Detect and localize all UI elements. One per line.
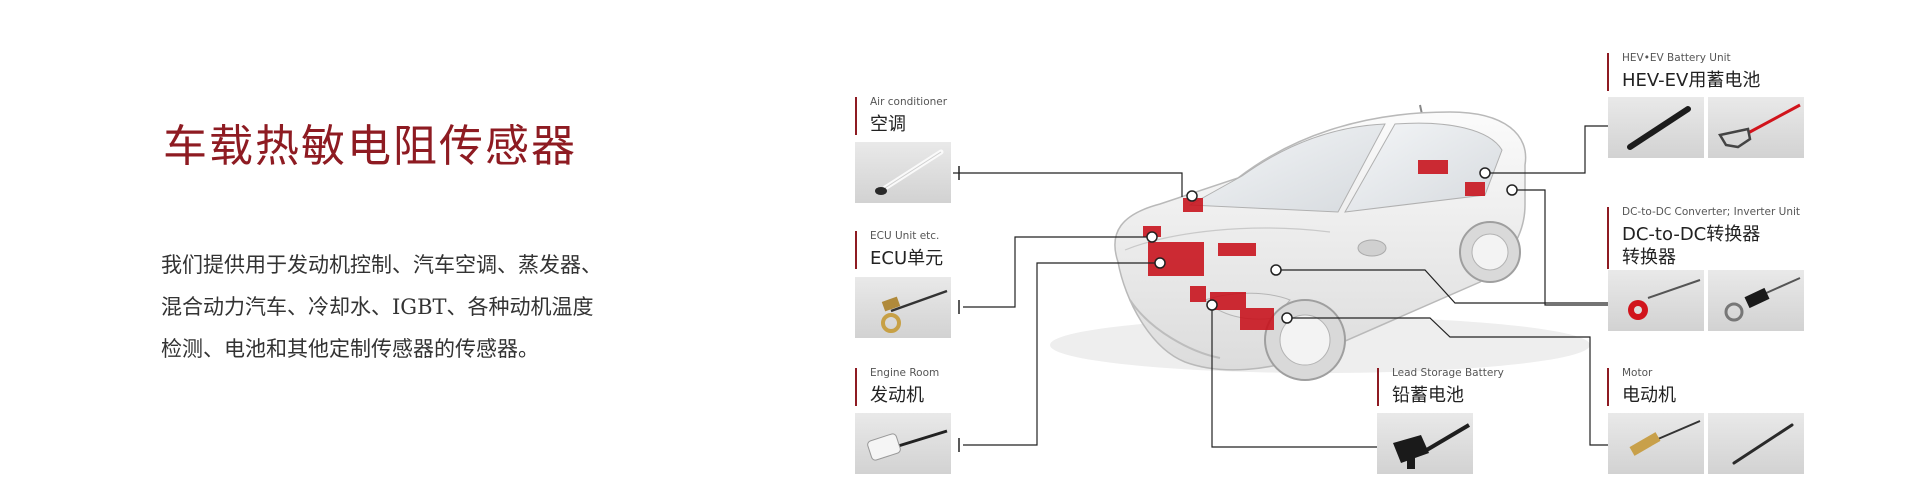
air-conditioner-en-label: Air conditioner (870, 96, 948, 108)
thumb-motor-sensor-2[interactable] (1708, 413, 1804, 474)
engine-room-zh-label: 发动机 (870, 384, 924, 406)
red-ring-lug-sensor-icon (1628, 279, 1701, 320)
line-hev (1485, 125, 1616, 174)
hev-ev-en-label: HEV•EV Battery Unit (1622, 52, 1731, 64)
group-hev-ev: HEV•EV Battery Unit HEV-EV用蓄电池 (1607, 52, 1761, 92)
hl-hev-battery (1418, 160, 1448, 174)
black-rod-sensor-icon (1627, 106, 1691, 150)
ring-terminal-sensor-icon (881, 289, 948, 333)
car-illustration (1050, 104, 1590, 381)
group-lead-battery: Lead Storage Battery 铅蓄电池 (1377, 367, 1504, 407)
description-line-1: 我们提供用于发动机控制、汽车空调、蒸发器、 (161, 253, 602, 277)
description-line-2: 混合动力汽车、冷却水、IGBT、各种动机温度 (161, 295, 594, 319)
hl-engine (1190, 286, 1206, 302)
air-conditioner-zh-label: 空调 (870, 113, 906, 135)
white-probe-sensor-icon (875, 149, 944, 195)
connector-end-ticks (958, 119, 1613, 454)
thumb-air-conditioner-sensor[interactable] (855, 142, 951, 203)
thumb-engine-room-sensor[interactable] (855, 413, 951, 474)
hl-motor (1240, 308, 1274, 330)
thumb-ecu-sensor[interactable] (855, 277, 951, 338)
brass-probe-sensor-icon (1629, 420, 1701, 456)
black-ring-lug-sensor-icon (1724, 277, 1801, 322)
thumb-dcdc-sensor-2[interactable] (1708, 270, 1804, 331)
connector-endpoints (1146, 167, 1518, 324)
dcdc-en-label: DC-to-DC Converter; Inverter Unit (1622, 206, 1801, 218)
line-engine (963, 262, 1160, 446)
sensor-highlights (1143, 160, 1485, 330)
thumb-motor-sensor-1[interactable] (1608, 413, 1704, 474)
line-ecu (963, 236, 1152, 308)
red-wire-bracket-sensor-icon (1718, 103, 1801, 149)
thumb-hev-ev-sensor-1[interactable] (1608, 97, 1704, 158)
hl-ecu-small (1143, 226, 1161, 237)
description-line-3: 检测、电池和其他定制传感器的传感器。 (161, 337, 539, 361)
dcdc-zh-label-2: 转换器 (1622, 247, 1676, 269)
line-air-conditioner (953, 172, 1183, 197)
thumb-dcdc-sensor-1[interactable] (1608, 270, 1704, 331)
hl-engine-block (1210, 292, 1246, 310)
line-dcdc-b (1276, 269, 1616, 304)
hl-ecu-main (1148, 242, 1204, 276)
group-motor: Motor 电动机 (1607, 367, 1676, 407)
thumb-hev-ev-sensor-2[interactable] (1708, 97, 1804, 158)
ecu-en-label: ECU Unit etc. (870, 230, 940, 242)
line-lead-battery (1211, 305, 1385, 448)
connector-lines (953, 125, 1616, 448)
thin-rod-sensor-icon (1732, 423, 1794, 465)
lead-battery-en-label: Lead Storage Battery (1392, 367, 1504, 379)
group-ecu: ECU Unit etc. ECU单元 (855, 230, 944, 270)
hl-air-conditioner (1183, 198, 1203, 212)
hl-ecu-strip (1218, 243, 1256, 256)
thumb-lead-battery-sensor[interactable] (1377, 413, 1473, 474)
hl-dcdc (1465, 182, 1485, 196)
dcdc-zh-label: DC-to-DC转换器 (1622, 223, 1761, 245)
engine-room-en-label: Engine Room (870, 367, 940, 379)
black-clip-sensor-icon (1393, 423, 1471, 469)
group-dcdc: DC-to-DC Converter; Inverter Unit DC-to-… (1607, 207, 1800, 269)
hev-ev-zh-label: HEV-EV用蓄电池 (1622, 69, 1761, 91)
line-dcdc-a (1512, 189, 1616, 306)
page-title: 车载热敏电阻传感器 (163, 121, 577, 172)
glass-tube-sensor-icon (867, 429, 948, 461)
motor-en-label: Motor (1622, 367, 1653, 379)
motor-zh-label: 电动机 (1622, 384, 1676, 406)
ecu-zh-label: ECU单元 (870, 247, 944, 269)
description-text: 我们提供用于发动机控制、汽车空调、蒸发器、 混合动力汽车、冷却水、IGBT、各种… (161, 244, 681, 370)
group-air-conditioner: Air conditioner 空调 (855, 96, 948, 136)
group-engine-room: Engine Room 发动机 (855, 367, 940, 407)
lead-battery-zh-label: 铅蓄电池 (1392, 384, 1464, 406)
